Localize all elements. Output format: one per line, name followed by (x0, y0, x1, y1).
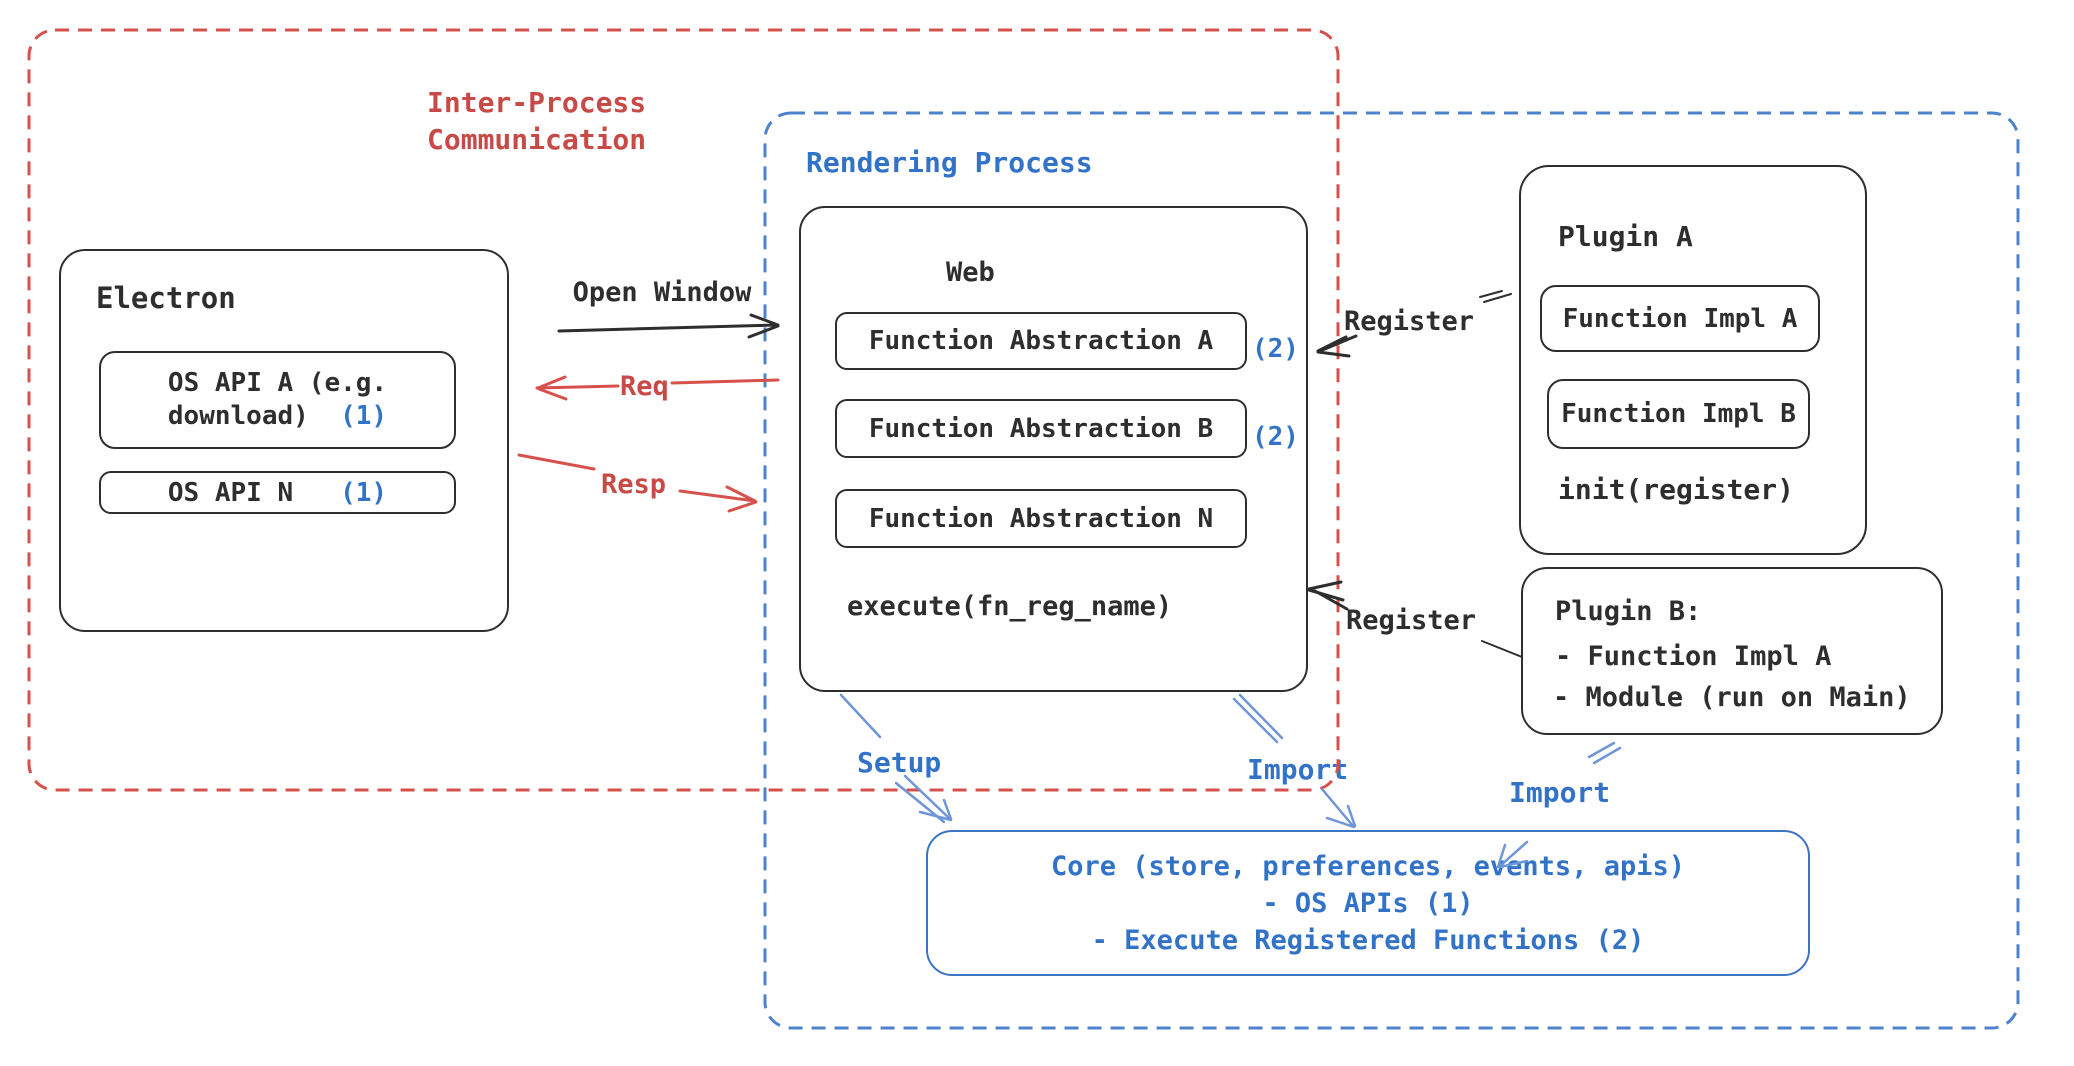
import-web-arrow (1320, 787, 1357, 829)
function-abstraction-b-box: Function Abstraction B (835, 399, 1247, 458)
function-abstraction-a-box: Function Abstraction A (835, 312, 1247, 370)
register-a-label: Register (1344, 306, 1475, 337)
function-impl-b-text: Function Impl B (1561, 399, 1796, 429)
os-api-n-box: OS API N (1) (99, 471, 456, 514)
ipc-label-line1: Inter-Process (427, 86, 647, 119)
os-api-n-ref: (1) (340, 477, 388, 508)
web-title: Web (946, 257, 995, 288)
import-plugin-tail (1587, 741, 1622, 765)
plugin-a-title: Plugin A (1558, 220, 1693, 253)
setup-label: Setup (857, 746, 942, 779)
web-box: Web Function Abstraction A (2) Function … (799, 206, 1308, 692)
import-plugin-label: Import (1509, 776, 1611, 809)
plugin-a-box: Plugin A Function Impl A Function Impl B… (1519, 165, 1867, 555)
register-a-tail (1479, 290, 1512, 303)
function-abstraction-n-text: Function Abstraction N (868, 503, 1214, 534)
function-abstraction-a-ref: (2) (1252, 334, 1299, 364)
function-abstraction-a-text: Function Abstraction A (868, 326, 1214, 356)
os-api-n-text: OS API N (167, 477, 294, 508)
resp-label: Resp (601, 469, 667, 500)
open-window-label: Open Window (572, 277, 752, 308)
register-a-arrow (1316, 334, 1358, 358)
req-label: Req (620, 371, 669, 402)
core-line2: - OS APIs (1) (1262, 887, 1474, 919)
function-impl-a-box: Function Impl A (1540, 285, 1820, 352)
core-box: Core (store, preferences, events, apis) … (926, 830, 1810, 976)
function-abstraction-n-box: Function Abstraction N (835, 489, 1247, 548)
os-api-a-ref: (1) (340, 401, 388, 431)
os-api-a-box: OS API A (e.g. download) (1) (99, 351, 456, 449)
rendering-process-label: Rendering Process (806, 146, 1093, 179)
os-api-a-line1: OS API A (e.g. (167, 368, 388, 398)
function-impl-a-text: Function Impl A (1562, 303, 1798, 334)
plugin-b-item1: - Function Impl A (1555, 641, 1832, 672)
electron-title: Electron (96, 281, 236, 315)
plugin-b-box: Plugin B: - Function Impl A - Module (ru… (1521, 567, 1943, 735)
core-line3: - Execute Registered Functions (2) (1091, 924, 1645, 956)
ipc-label-line2: Communication (427, 123, 647, 156)
plugin-b-item2: - Module (run on Main) (1553, 682, 1911, 713)
electron-box: Electron OS API A (e.g. download) (1) OS… (59, 249, 509, 632)
register-b-tail (1481, 640, 1523, 658)
import-web-tail (1232, 693, 1284, 744)
function-abstraction-b-ref: (2) (1252, 422, 1299, 452)
os-api-a-text: download) (167, 401, 309, 431)
open-window-arrow (557, 313, 780, 339)
setup-arrow (894, 774, 953, 824)
function-impl-b-box: Function Impl B (1547, 379, 1810, 449)
function-abstraction-b-text: Function Abstraction B (868, 413, 1214, 444)
register-b-label: Register (1346, 605, 1477, 636)
execute-label: execute(fn_reg_name) (847, 591, 1173, 622)
plugin-b-title: Plugin B: (1555, 596, 1702, 627)
register-b-arrow (1307, 580, 1349, 611)
init-register-label: init(register) (1558, 473, 1795, 506)
os-api-a-line2: download) (1) (168, 400, 387, 433)
import-web-label: Import (1247, 753, 1349, 786)
setup-tail (839, 693, 882, 739)
core-line1: Core (store, preferences, events, apis) (1051, 850, 1685, 882)
